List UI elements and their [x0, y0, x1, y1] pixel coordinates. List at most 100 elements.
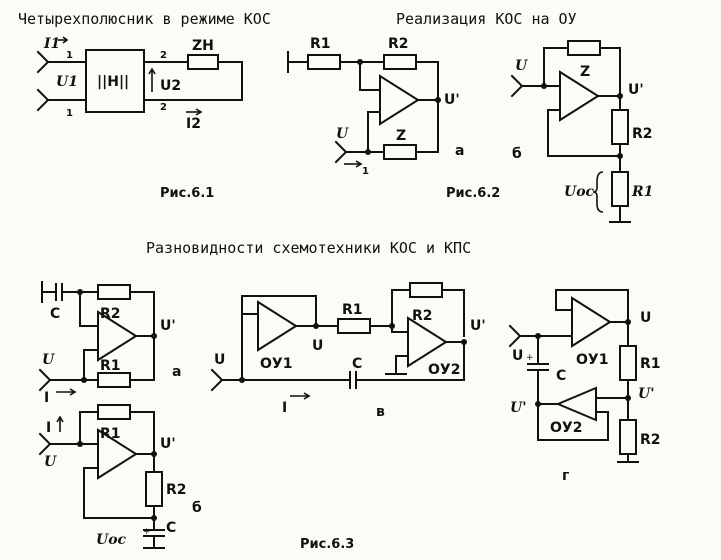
- current-label-3v: I: [282, 400, 287, 416]
- c-label-3v: C: [352, 356, 362, 372]
- in-label-3a: U: [42, 352, 55, 368]
- sub-label-3a: а: [172, 364, 181, 380]
- terminal-u-3a: [38, 368, 52, 392]
- r2-label-3g: R2: [640, 432, 661, 448]
- fig-6-3v-two-opamp: U ОУ1 U R1 R2 U' ОУ2 C I в: [210, 282, 486, 420]
- uoc-label-2b: Uос: [564, 184, 595, 200]
- u1-label: U1: [56, 74, 78, 90]
- r2-label-2b: R2: [632, 126, 653, 142]
- r2-label-2a: R2: [388, 36, 409, 52]
- r1-resistor: [307, 54, 341, 70]
- mid-label-3v: U: [312, 338, 323, 354]
- caption-fig-6-1: Рис.6.1: [160, 186, 214, 201]
- terminal-u-3v: [210, 368, 224, 392]
- terminal-u-3g: [508, 324, 522, 348]
- out-label-3b: U': [160, 436, 176, 452]
- amp2-label-3v: ОУ2: [428, 362, 460, 378]
- h-matrix-box: [85, 49, 145, 113]
- header-quadripole: Четырехполюсник в режиме КОС: [18, 10, 271, 28]
- header-opamp-impl: Реализация КОС на ОУ: [396, 10, 577, 28]
- amp1-label-3g: ОУ1: [576, 352, 608, 368]
- opamp-3a: [97, 310, 138, 362]
- r2-label-3a: R2: [100, 306, 121, 322]
- r2-resistor-3g: [619, 419, 637, 455]
- r1-label-2a: R1: [310, 36, 331, 52]
- zh-resistor: [187, 54, 219, 70]
- r2-resistor-3v: [409, 282, 443, 298]
- r1-label-3a: R1: [100, 358, 121, 374]
- z-impedance-2a: [383, 144, 417, 160]
- port-1-bottom: 1: [66, 108, 73, 119]
- current-label-3a: I: [44, 390, 49, 406]
- r1-label-3g: R1: [640, 356, 661, 372]
- opamp-1-3v: [257, 300, 298, 352]
- r1-resistor-2b: [611, 171, 629, 207]
- r2-top-3a: [97, 284, 131, 300]
- r1-resistor-3v: [337, 318, 371, 334]
- out-label-3v: U': [470, 318, 486, 334]
- u2-label: U2: [160, 78, 181, 94]
- amp2-label-3g: ОУ2: [550, 420, 582, 436]
- c-label-3a: C: [50, 306, 60, 322]
- r2-label-3v: R2: [412, 308, 433, 324]
- caption-fig-6-3: Рис.6.3: [300, 537, 354, 552]
- r2-resistor: [383, 54, 417, 70]
- c-label-3b: C: [166, 520, 176, 536]
- opamp-3b: [97, 428, 138, 480]
- opamp-2a: [379, 74, 420, 126]
- opamp-2-3v: [407, 316, 448, 368]
- zh-label: ZH: [192, 38, 214, 54]
- port-2-bottom: 2: [160, 102, 167, 113]
- in-label-3v: U: [214, 352, 225, 368]
- sub-label-3v: в: [376, 404, 385, 420]
- in-label-3b: U: [44, 454, 57, 470]
- node-label-3g: U': [638, 386, 655, 402]
- opamp-2-3g: [555, 386, 597, 422]
- node2-label-3g: U': [510, 400, 527, 416]
- in-label-2b: U: [515, 58, 528, 74]
- fig-6-3g-gyrator: + U ОУ1 U C R1 U' U' ОУ2 R2 г: [508, 289, 661, 484]
- fig-6-1-quadripole: ||H|| I1 U1 1 1 2 2 U2 ZH I2: [36, 36, 243, 132]
- r2-resistor-2b: [611, 109, 629, 145]
- r1-label-3v: R1: [342, 302, 363, 318]
- z-label-2b: Z: [580, 64, 590, 80]
- uoc-label-3b: Uос: [96, 532, 127, 548]
- in-label-3g: U: [512, 348, 523, 364]
- caption-fig-6-2: Рис.6.2: [446, 186, 500, 201]
- terminal-u-3b: [38, 432, 52, 456]
- terminal-u-2b: [510, 74, 524, 98]
- r1-label-2b: R1: [631, 184, 653, 200]
- r1-resistor-3g: [619, 345, 637, 381]
- fig-6-2b-noninverting-kos: U Z U' R2 Uос R1 б: [510, 40, 653, 223]
- fig-6-2a-inverting-kos: R1 R2 U' U Z 1 а: [287, 36, 464, 177]
- header-varieties: Разновидности схемотехники КОС и КПС: [146, 239, 471, 257]
- i2-label: I2: [186, 116, 201, 132]
- fig-6-3a-integrator: C R2 U' U R1 I а: [38, 281, 181, 406]
- z-impedance-2b: [567, 40, 601, 56]
- terminal-in-2: [36, 88, 50, 112]
- r1-top-3b: [97, 404, 131, 420]
- in-label-2a: U: [336, 126, 349, 142]
- port-2-top: 2: [160, 50, 167, 61]
- sub-label-3g: г: [562, 468, 569, 484]
- r1-label-3b: R1: [100, 426, 121, 442]
- opamp-2b: [559, 70, 600, 122]
- opamp-1-3g: [571, 296, 612, 348]
- out-label-2b: U': [628, 82, 644, 98]
- h-matrix-label: ||H||: [97, 74, 129, 90]
- fig-6-3b-current-converter: + I U R1 U' R2 Uос C б: [38, 404, 202, 549]
- sub-label-2b: б: [512, 146, 522, 162]
- r2-label-3b: R2: [166, 482, 187, 498]
- out-label-2a: U': [444, 92, 460, 108]
- i1-label: I1: [43, 36, 60, 52]
- terminal-in-1: [36, 50, 50, 74]
- cap-plus-sign-3g: +: [526, 353, 534, 363]
- node-label-2a: 1: [362, 166, 369, 177]
- cap-plus-sign: +: [143, 527, 151, 537]
- out-label-3g: U: [640, 310, 651, 326]
- sub-label-2a: а: [455, 143, 464, 159]
- r1-resistor-3a: [97, 372, 131, 388]
- current-label-3b: I: [46, 420, 51, 436]
